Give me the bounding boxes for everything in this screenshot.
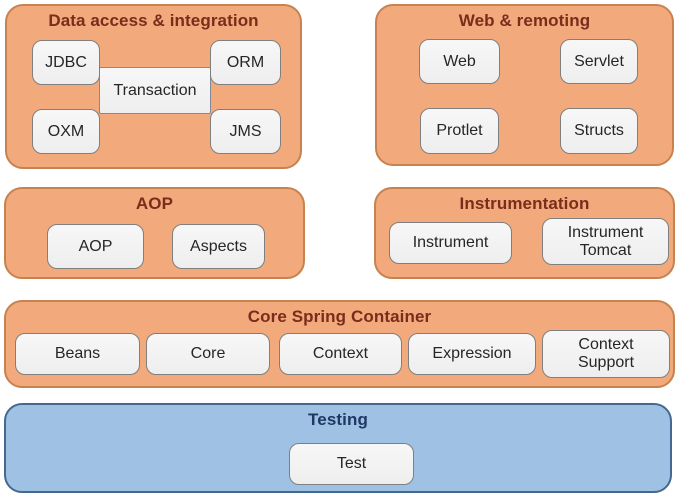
module-jdbc: JDBC (32, 40, 100, 85)
module-protlet: Protlet (420, 108, 499, 154)
module-test: Test (289, 443, 414, 485)
module-instrument: Instrument (389, 222, 512, 264)
panel-title-core-spring-container: Core Spring Container (247, 307, 432, 326)
module-context-support: Context Support (542, 330, 670, 378)
module-core: Core (146, 333, 270, 375)
module-orm: ORM (210, 40, 281, 85)
module-web: Web (419, 39, 500, 84)
module-context: Context (279, 333, 402, 375)
module-servlet: Servlet (560, 39, 638, 84)
module-oxm: OXM (32, 109, 100, 154)
panel-data-access: Data access & integration Transaction JD… (5, 4, 302, 169)
panel-title-web-remoting: Web & remoting (458, 11, 591, 30)
module-expression: Expression (408, 333, 536, 375)
panel-title-aop: AOP (135, 194, 174, 213)
panel-title-data-access: Data access & integration (48, 11, 259, 30)
module-aop: AOP (47, 224, 144, 269)
panel-instrumentation: Instrumentation Instrument Instrument To… (374, 187, 675, 279)
panel-title-instrumentation: Instrumentation (459, 194, 590, 213)
panel-web-remoting: Web & remoting Web Servlet Protlet Struc… (375, 4, 674, 166)
module-instrument-tomcat: Instrument Tomcat (542, 218, 669, 265)
panel-aop: AOP AOP Aspects (4, 187, 305, 279)
module-beans: Beans (15, 333, 140, 375)
module-structs: Structs (560, 108, 638, 154)
module-jms: JMS (210, 109, 281, 154)
panel-testing: Testing Test (4, 403, 672, 493)
panel-core-spring-container: Core Spring Container Beans Core Context… (4, 300, 675, 388)
module-aspects: Aspects (172, 224, 265, 269)
panel-title-testing: Testing (308, 410, 368, 429)
module-transaction: Transaction (99, 67, 211, 114)
